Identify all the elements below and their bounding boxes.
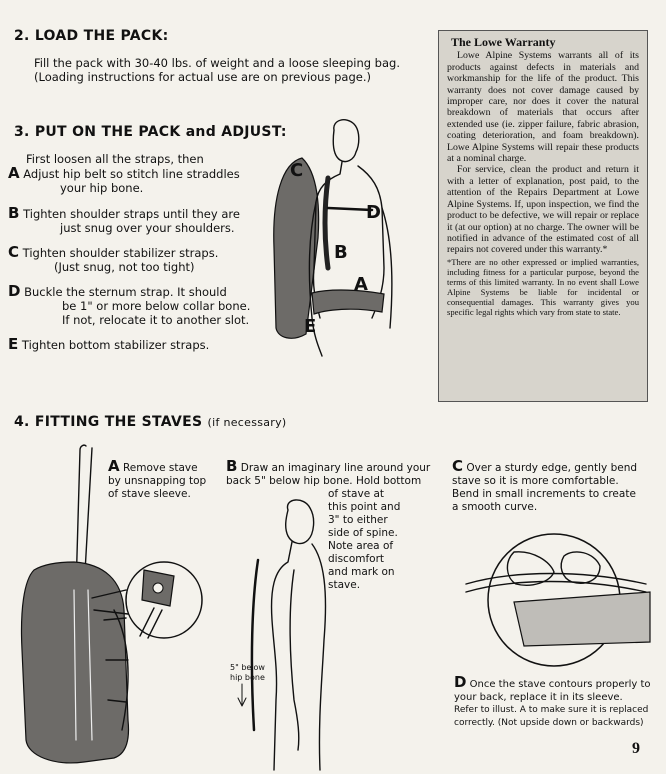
step-line: a smooth curve. <box>452 501 538 513</box>
step-line: Tighten shoulder stabilizer straps. <box>22 246 219 260</box>
backpack-frame <box>73 589 93 741</box>
stave-removal-illustration <box>20 444 203 764</box>
section-4-title: 4. FITTING THE STAVES <box>14 414 203 430</box>
stave-detail <box>139 607 163 639</box>
figure-label-b: B <box>334 242 348 263</box>
step-line: of stave at <box>328 488 385 500</box>
page-number: 9 <box>632 740 640 757</box>
step-letter: A <box>8 164 20 182</box>
zoom-pointer <box>91 589 129 615</box>
section-2-text: Fill the pack with 30-40 lbs. of weight … <box>34 56 400 84</box>
sternum-strap <box>326 206 374 212</box>
step-3c: C Tighten shoulder stabilizer straps. (J… <box>8 243 219 275</box>
step-line: Remove stave <box>122 462 198 474</box>
step-letter: C <box>8 243 20 261</box>
step-line: correctly. (Not upside down or backwards… <box>454 718 644 728</box>
hand-left <box>506 551 555 586</box>
stave-step-d: D Once the stave contours properly to yo… <box>454 673 658 730</box>
hip-belt <box>311 289 385 315</box>
step-line: Buckle the sternum strap. It should <box>24 285 227 299</box>
step-line: Tighten bottom stabilizer straps. <box>21 338 210 352</box>
step-3e: E Tighten bottom stabilizer straps. <box>8 335 210 353</box>
step-line: stave so it is more comfortable. <box>452 475 619 487</box>
arm-outline <box>289 569 300 751</box>
step-letter: C <box>452 457 464 475</box>
stave-step-b: B Draw an imaginary line around your bac… <box>226 457 436 592</box>
step-line: Bend in small increments to create <box>452 488 636 500</box>
step-letter: A <box>108 457 120 475</box>
section-4-note: (if necessary) <box>207 416 287 429</box>
edge-surface <box>513 591 651 647</box>
section-3-intro: First loosen all the straps, then <box>26 152 204 166</box>
step-letter: E <box>8 335 19 353</box>
stave-step-a: A Remove stave by unsnapping top of stav… <box>108 457 207 501</box>
step-letter: B <box>8 204 20 222</box>
step-line: Tighten shoulder straps until they are <box>23 207 240 221</box>
step-line: discomfort <box>328 553 385 565</box>
section-2-line-1: Fill the pack with 30-40 lbs. of weight … <box>34 56 400 70</box>
shoulder-strap <box>322 175 331 271</box>
section-4-heading: 4. FITTING THE STAVES (if necessary) <box>14 414 287 430</box>
stave-bending-illustration <box>465 533 651 667</box>
step-line: your hip bone. <box>60 181 144 195</box>
hip-label-line-1: 5" below <box>230 663 265 672</box>
step-line: Adjust hip belt so stitch line straddles <box>23 167 240 181</box>
step-line: Once the stave contours properly to <box>469 679 651 690</box>
step-3b: B Tighten shoulder straps until they are… <box>8 204 240 236</box>
step-line: If not, relocate it to another slot. <box>62 313 250 327</box>
step-line: of stave sleeve. <box>108 488 191 500</box>
figure-label-e: E <box>304 316 316 337</box>
step-line: (Just snug, not too tight) <box>54 260 195 274</box>
warranty-box: The Lowe Warranty Lowe Alpine Systems wa… <box>438 30 648 402</box>
step-line: by unsnapping top <box>108 475 207 487</box>
pack-body <box>273 157 320 339</box>
step-line: stave. <box>328 579 361 591</box>
head-outline <box>285 499 315 545</box>
arm-right <box>381 207 393 329</box>
figure-label-c: C <box>290 160 303 181</box>
stave-measure-illustration: 5" below hip bone <box>230 499 327 771</box>
pack-adjust-illustration: C D B A E <box>273 119 393 357</box>
stave-step-c: C Over a sturdy edge, gently bend stave … <box>452 457 652 514</box>
step-letter: B <box>226 457 238 475</box>
head-outline <box>332 119 360 163</box>
arm-left <box>308 201 323 357</box>
hip-label-line-2: hip bone <box>230 673 265 682</box>
warranty-paragraph-2: For service, clean the product and retur… <box>447 164 639 256</box>
stave-line <box>250 558 260 732</box>
step-3d: D Buckle the sternum strap. It should be… <box>8 282 251 328</box>
step-letter: D <box>454 673 467 691</box>
hand-right <box>560 551 601 584</box>
step-line: side of spine. <box>328 527 398 539</box>
torso-outline <box>270 541 327 771</box>
step-line: Over a sturdy edge, gently bend <box>466 462 638 474</box>
step-line: and mark on <box>328 566 395 578</box>
step-line: Draw an imaginary line around your <box>240 462 431 474</box>
stave-bending <box>465 572 647 593</box>
figure-label-a: A <box>354 274 368 295</box>
step-line: be 1" or more below collar bone. <box>62 299 251 313</box>
section-2-heading: 2. LOAD THE PACK: <box>14 28 169 44</box>
step-line: Refer to illust. A to make sure it is re… <box>454 705 649 715</box>
step-line: this point and <box>328 501 401 513</box>
step-line: back 5" below hip bone. Hold bottom <box>226 475 422 487</box>
step-line: just snug over your shoulders. <box>60 221 235 235</box>
section-2-line-2: (Loading instructions for actual use are… <box>34 70 371 84</box>
snap-icon <box>152 582 164 594</box>
step-line: Note area of <box>328 540 394 552</box>
figure-label-d: D <box>366 202 381 223</box>
step-line: your back, replace it in its sleeve. <box>454 692 623 703</box>
backpack-straps <box>103 609 129 731</box>
warranty-title: The Lowe Warranty <box>451 35 556 49</box>
hip-arrow <box>237 683 247 707</box>
step-3a: A Adjust hip belt so stitch line straddl… <box>8 164 240 196</box>
step-letter: D <box>8 282 21 300</box>
section-3-heading: 3. PUT ON THE PACK and ADJUST: <box>14 124 287 140</box>
step-line: 3" to either <box>328 514 388 526</box>
warranty-footnote: *There are no other expressed or implied… <box>447 256 639 317</box>
warranty-paragraph-1: Lowe Alpine Systems warrants all of its … <box>447 50 639 165</box>
